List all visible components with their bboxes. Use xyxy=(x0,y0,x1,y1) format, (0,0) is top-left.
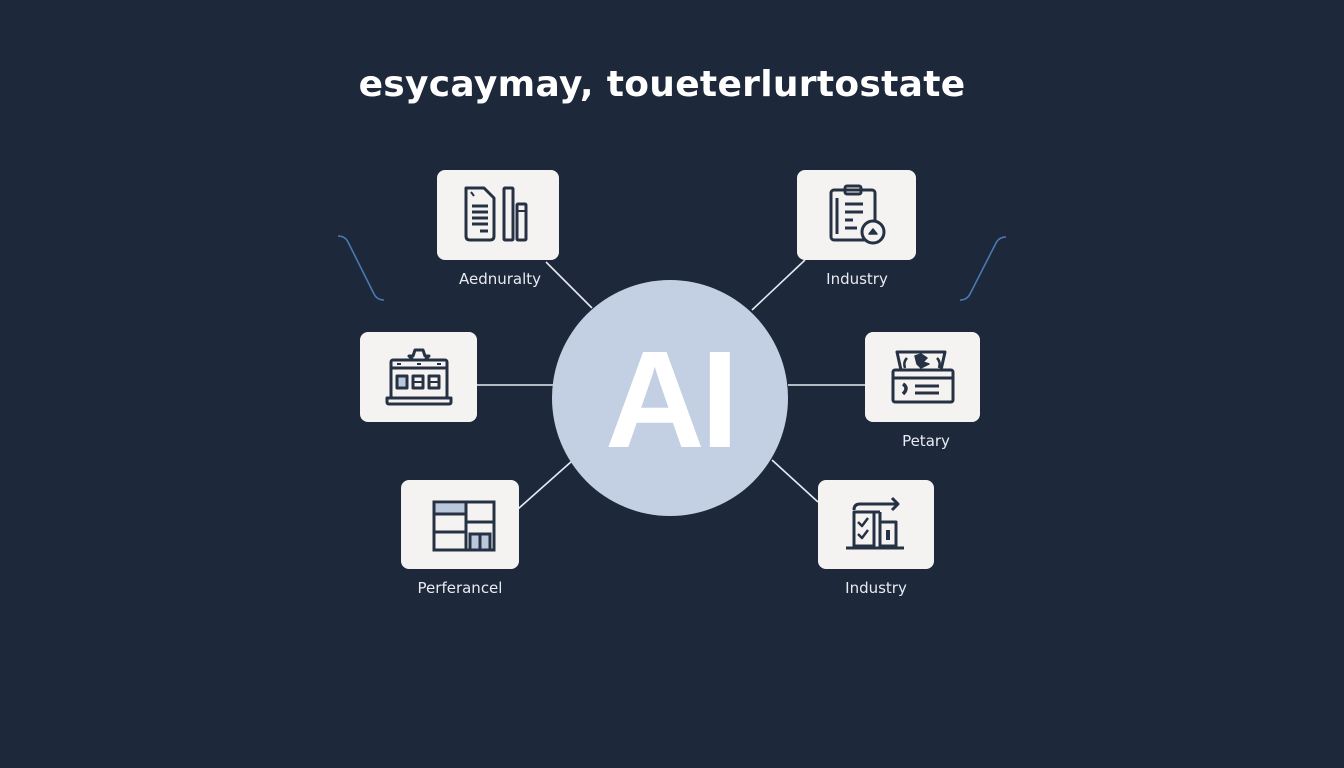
node-card[interactable] xyxy=(818,480,934,569)
node-label: Petary xyxy=(902,432,950,450)
decor-curve-left xyxy=(337,235,385,301)
node-label: Aednuralty xyxy=(458,270,542,288)
node-card[interactable] xyxy=(865,332,980,422)
node-card[interactable] xyxy=(360,332,477,422)
node-card[interactable] xyxy=(437,170,559,260)
layout-grid-icon xyxy=(432,500,496,551)
connector-bottom-left xyxy=(517,460,573,510)
node-label: Perferancel xyxy=(417,579,503,597)
decor-curve-right xyxy=(959,236,1007,301)
document-and-books-icon xyxy=(464,186,528,242)
connector-bottom-right xyxy=(771,459,819,503)
connector-top-left xyxy=(545,261,593,309)
checklist-building-icon xyxy=(846,496,904,549)
calendar-laptop-icon xyxy=(385,348,452,406)
node-label: Industry xyxy=(845,579,907,597)
ai-hub-circle: AI xyxy=(552,280,788,516)
node-label: Industry xyxy=(826,270,888,288)
node-card[interactable] xyxy=(797,170,916,260)
connector-top-right xyxy=(751,259,806,311)
clipboard-badge-icon xyxy=(829,184,885,245)
ai-hub-label: AI xyxy=(605,323,739,477)
folder-certificate-icon xyxy=(891,350,954,404)
diagram-title: esycaymay, toueterlurtostate xyxy=(358,64,966,105)
node-card[interactable] xyxy=(401,480,519,569)
